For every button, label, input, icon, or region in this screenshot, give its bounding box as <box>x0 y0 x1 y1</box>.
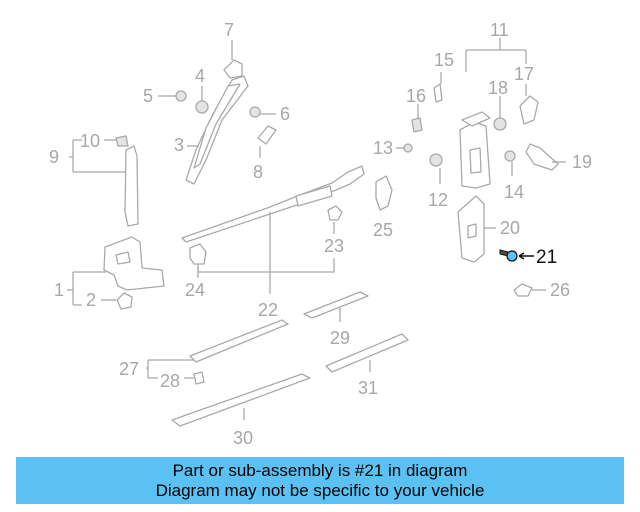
part-24-clip <box>189 243 207 265</box>
callout-4: 4 <box>195 66 205 86</box>
part-22-detail <box>295 185 333 207</box>
part-22-sill-trim <box>181 165 365 243</box>
leader-27 <box>146 359 194 379</box>
callout-19: 19 <box>572 152 592 172</box>
part-20-detail <box>467 223 477 239</box>
callout-30: 30 <box>233 428 253 448</box>
callout-11: 11 <box>490 20 509 40</box>
leader-9 <box>69 139 126 173</box>
part-23-clip <box>327 205 343 221</box>
part-21-head <box>506 250 518 262</box>
part-6-screw <box>249 106 261 118</box>
callout-27: 27 <box>119 359 139 379</box>
callout-26: 26 <box>550 280 570 300</box>
callout-12: 12 <box>428 190 448 210</box>
part-28-clip <box>193 371 205 385</box>
callout-23: 23 <box>324 236 344 256</box>
part-8-cover <box>257 125 277 145</box>
callout-29: 29 <box>330 328 350 348</box>
part-21-highlighted-fastener[interactable] <box>499 249 518 262</box>
callout-6: 6 <box>280 104 290 124</box>
part-1-kick-panel <box>103 236 165 291</box>
part-4-clip <box>195 100 209 114</box>
callout-3: 3 <box>174 135 184 155</box>
part-16-clip <box>411 117 423 133</box>
part-17-cover <box>519 95 539 125</box>
callout-28: 28 <box>160 371 180 391</box>
leader-11 <box>465 38 527 72</box>
callout-1: 1 <box>54 280 64 300</box>
callout-13: 13 <box>373 138 393 158</box>
part-27-scuff-plate <box>189 319 289 363</box>
leader-1 <box>67 271 106 306</box>
part-30-scuff-plate <box>171 373 311 427</box>
callout-18: 18 <box>488 78 508 98</box>
callout-15: 15 <box>434 50 454 70</box>
callout-14: 14 <box>504 182 524 202</box>
part-18-screw <box>493 117 507 131</box>
callout-16: 16 <box>406 86 426 106</box>
callout-24: 24 <box>185 280 205 300</box>
part-7-bracket <box>223 59 243 79</box>
part-31-scuff-plate <box>325 333 409 373</box>
callout-21: 21 <box>536 247 557 268</box>
callout-17: 17 <box>514 64 534 84</box>
callout-8: 8 <box>253 162 263 182</box>
callout-2: 2 <box>86 290 96 310</box>
part-10-pillar-strip <box>124 145 139 227</box>
part-15-clip <box>433 83 443 103</box>
leader-21-arrow <box>518 252 534 260</box>
part-11-slot <box>469 147 482 174</box>
part-3-inner <box>193 83 241 169</box>
part-14-screw <box>504 150 516 162</box>
part-12-bolt <box>429 153 443 167</box>
leader-23-24-22 <box>197 212 335 294</box>
callout-31: 31 <box>358 378 378 398</box>
callout-7: 7 <box>224 20 234 40</box>
info-banner: Part or sub-assembly is #21 in diagram D… <box>16 457 624 504</box>
part-2-clip <box>116 292 133 310</box>
callout-20: 20 <box>500 218 520 238</box>
banner-line-2: Diagram may not be specific to your vehi… <box>155 480 485 500</box>
banner-line-1: Part or sub-assembly is #21 in diagram <box>172 460 468 480</box>
part-10-clip <box>115 135 129 147</box>
part-5-screw <box>175 90 187 102</box>
callout-9: 9 <box>49 147 59 167</box>
part-13-screw <box>403 143 413 153</box>
part-25-clip <box>375 175 393 211</box>
callout-10: 10 <box>80 131 100 151</box>
callout-5: 5 <box>143 86 153 106</box>
part-29-scuff-plate <box>303 291 369 319</box>
part-19-handle <box>525 143 559 171</box>
callout-25: 25 <box>373 220 393 240</box>
part-11-top <box>461 111 491 127</box>
callout-22: 22 <box>258 300 278 320</box>
part-26-clip <box>513 283 533 297</box>
part-1-detail <box>115 251 131 265</box>
